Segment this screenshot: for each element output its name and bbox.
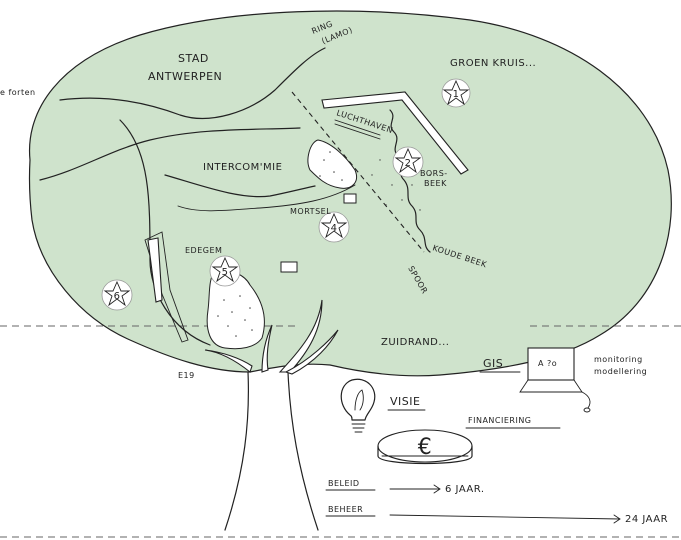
tree-trunk: [225, 372, 318, 530]
edegem-building: [281, 262, 297, 272]
borsbeek-label-line2: BEEK: [424, 179, 447, 188]
gis-label: GIS: [483, 357, 503, 370]
marker-5: 5: [210, 256, 240, 286]
laptop-icon: A ?o: [520, 348, 590, 412]
marker-5-label: 5: [222, 267, 229, 278]
zuidrand-label: ZUIDRAND...: [381, 337, 449, 348]
marker-4-label: 4: [331, 223, 338, 234]
marker-4: 4: [319, 212, 349, 242]
beheer-target: 24 JAAR: [625, 514, 668, 525]
euro-symbol: €: [418, 435, 433, 460]
beleid-label: BELEID: [328, 479, 360, 488]
marker-1: 1: [442, 79, 470, 107]
beheer-label: BEHEER: [328, 505, 363, 514]
e19-label: E19: [178, 371, 195, 380]
stad-label-line2: ANTWERPEN: [148, 70, 222, 83]
groen-kruis-label: GROEN KRUIS...: [450, 58, 536, 69]
marker-6: 6: [102, 280, 132, 310]
lightbulb-icon: [341, 379, 375, 432]
euro-coin-icon: €: [378, 430, 472, 464]
marker-1-label: 1: [453, 89, 460, 100]
intercommunale-label: INTERCOM'MIE: [203, 162, 282, 173]
side-note: e forten: [0, 88, 36, 97]
beleid-arrow: [390, 485, 440, 493]
marker-6-label: 6: [114, 291, 121, 302]
mortsel-building: [344, 194, 356, 203]
marker-2: 2: [393, 147, 423, 177]
tree-canopy: [29, 11, 671, 376]
marker-2-label: 2: [405, 158, 412, 169]
borsbeek-label-line1: BORS-: [420, 169, 448, 178]
laptop-screen-text: A ?o: [538, 359, 557, 368]
beheer-arrow: [390, 515, 620, 523]
stad-label-line1: STAD: [178, 52, 209, 65]
financiering-label: FINANCIERING: [468, 416, 532, 425]
edegem-label: EDEGEM: [185, 246, 222, 255]
visie-label: VISIE: [390, 395, 420, 408]
modellering-label: modellering: [594, 367, 647, 376]
monitoring-label: monitoring: [594, 355, 643, 364]
beleid-target: 6 JAAR.: [445, 484, 485, 495]
mortsel-label: MORTSEL: [290, 207, 331, 216]
